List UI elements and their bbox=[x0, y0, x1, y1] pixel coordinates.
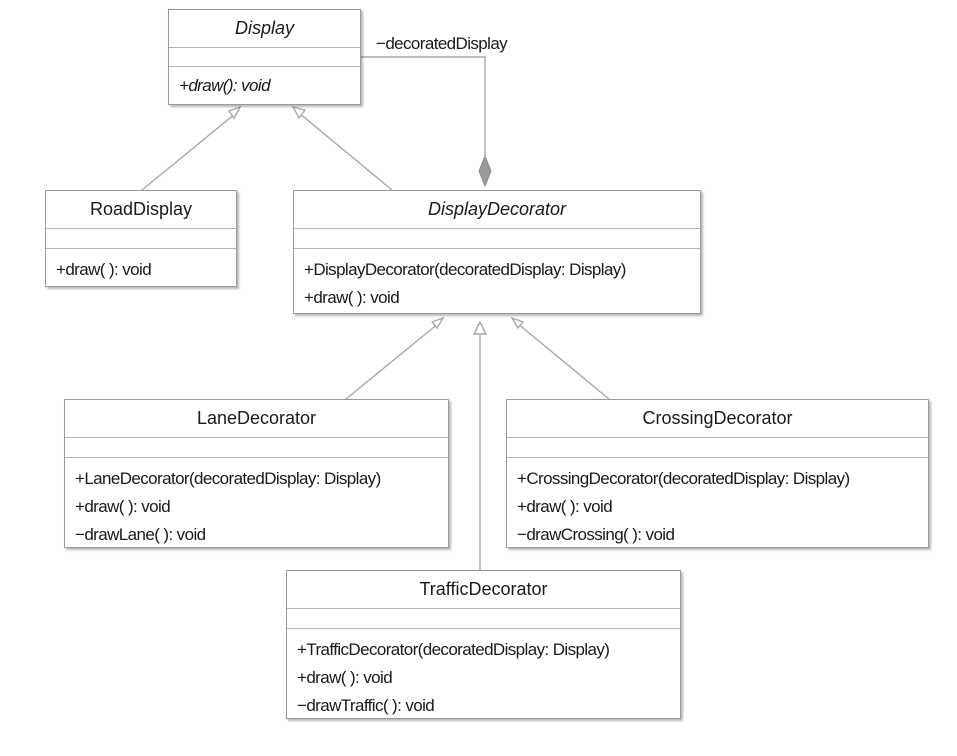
operations-compartment: +LaneDecorator(decoratedDisplay: Display… bbox=[65, 458, 448, 549]
class-display-decorator: DisplayDecorator +DisplayDecorator(decor… bbox=[293, 190, 701, 314]
class-name: DisplayDecorator bbox=[294, 191, 700, 229]
operations-compartment: +draw(): void bbox=[169, 67, 360, 100]
operations-compartment: +DisplayDecorator(decoratedDisplay: Disp… bbox=[294, 249, 700, 312]
attributes-compartment bbox=[65, 438, 448, 458]
class-display: Display +draw(): void bbox=[168, 9, 361, 105]
operation: +DisplayDecorator(decoratedDisplay: Disp… bbox=[304, 260, 626, 279]
class-crossing-decorator: CrossingDecorator +CrossingDecorator(dec… bbox=[506, 399, 929, 548]
operations-compartment: +draw( ): void bbox=[46, 249, 236, 284]
operation: +TrafficDecorator(decoratedDisplay: Disp… bbox=[297, 640, 610, 659]
class-lane-decorator: LaneDecorator +LaneDecorator(decoratedDi… bbox=[64, 399, 449, 548]
operations-compartment: +CrossingDecorator(decoratedDisplay: Dis… bbox=[507, 458, 928, 549]
class-name: TrafficDecorator bbox=[287, 571, 680, 609]
attributes-compartment bbox=[169, 48, 360, 67]
operation: +draw( ): void bbox=[304, 288, 400, 307]
operation: +draw( ): void bbox=[75, 497, 171, 516]
class-road-display: RoadDisplay +draw( ): void bbox=[45, 190, 237, 287]
operation: +draw( ): void bbox=[56, 260, 152, 279]
edge-road-to-display bbox=[141, 112, 237, 191]
generalization-arrowhead bbox=[430, 316, 445, 330]
operations-compartment: +TrafficDecorator(decoratedDisplay: Disp… bbox=[287, 629, 680, 720]
operation: +draw( ): void bbox=[517, 497, 613, 516]
operation: +LaneDecorator(decoratedDisplay: Display… bbox=[75, 469, 381, 488]
generalization-arrowhead bbox=[472, 320, 488, 335]
attributes-compartment bbox=[46, 229, 236, 249]
edge-decorator-to-display bbox=[298, 112, 393, 191]
attributes-compartment bbox=[294, 229, 700, 249]
generalization-arrowhead bbox=[291, 105, 307, 120]
operation: +CrossingDecorator(decoratedDisplay: Dis… bbox=[517, 469, 850, 488]
edge-decorated-display-association bbox=[361, 56, 486, 156]
operation: −drawLane( ): void bbox=[75, 525, 206, 544]
class-name: RoadDisplay bbox=[46, 191, 236, 229]
attributes-compartment bbox=[507, 438, 928, 458]
class-name: Display bbox=[169, 10, 360, 48]
edge-crossing-to-decorator bbox=[516, 322, 610, 400]
aggregation-diamond bbox=[478, 154, 492, 188]
operation: +draw( ): void bbox=[297, 668, 393, 687]
association-role-label: −decoratedDisplay bbox=[376, 34, 508, 53]
class-name: CrossingDecorator bbox=[507, 400, 928, 438]
attributes-compartment bbox=[287, 609, 680, 629]
class-name: LaneDecorator bbox=[65, 400, 448, 438]
operation: −drawTraffic( ): void bbox=[297, 696, 435, 715]
operation: +draw(): void bbox=[179, 76, 271, 95]
operation: −drawCrossing( ): void bbox=[517, 525, 675, 544]
generalization-arrowhead bbox=[227, 105, 242, 120]
generalization-arrowhead bbox=[510, 316, 525, 330]
class-traffic-decorator: TrafficDecorator +TrafficDecorator(decor… bbox=[286, 570, 681, 719]
edge-lane-to-decorator bbox=[345, 322, 440, 400]
